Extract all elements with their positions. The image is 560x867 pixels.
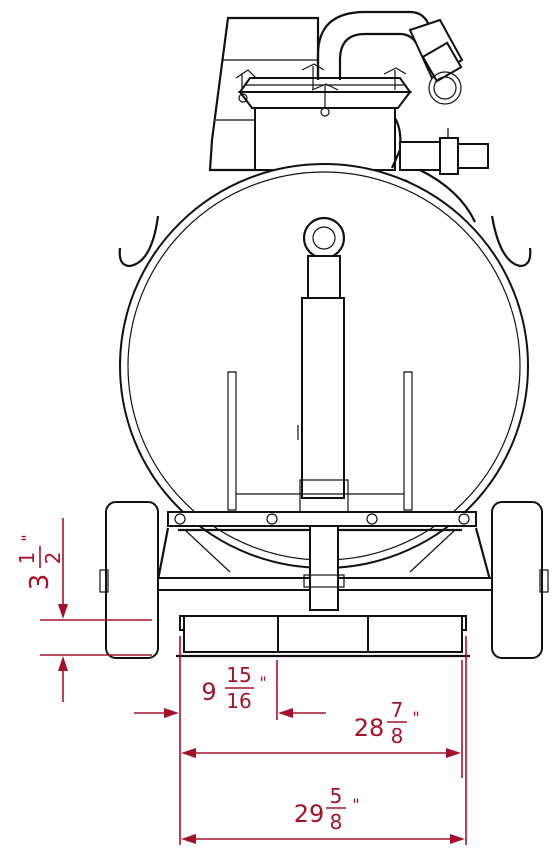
side-outlet — [390, 117, 489, 226]
ground-clearance-numerator: 1 — [15, 552, 39, 565]
hanger-hooks — [118, 215, 532, 268]
wheel-offset-denominator: 16 — [226, 689, 251, 713]
wheel-offset-dimension: 9 15 16 " — [134, 663, 326, 718]
frame-width-dimension: 28 7 8 " — [181, 698, 461, 758]
overall-width-denominator: 8 — [330, 810, 343, 834]
center-post — [297, 216, 346, 499]
frame-width-numerator: 7 — [391, 698, 404, 722]
ground-clearance-unit: " — [18, 534, 37, 541]
ground-clearance-denominator: 2 — [41, 552, 65, 565]
ground-clearance-whole: 3 — [25, 574, 55, 591]
frame-width-denominator: 8 — [391, 724, 404, 748]
extension-lines — [179, 636, 467, 845]
right-wheel — [491, 501, 549, 659]
chassis — [149, 511, 497, 611]
frame-width-unit: " — [412, 708, 419, 727]
left-wheel — [99, 501, 159, 659]
tank-trailer-drawing — [99, 10, 549, 659]
ground-clearance-dimension: 3 1 2 " — [15, 518, 152, 702]
internal-frames — [227, 371, 413, 521]
frame-width-whole: 28 — [354, 714, 385, 742]
wheel-offset-numerator: 15 — [226, 663, 251, 687]
overall-width-dimension: 29 5 8 " — [181, 784, 465, 844]
suction-hose — [316, 10, 464, 105]
wheel-offset-unit: " — [259, 673, 266, 692]
base-plate — [176, 615, 470, 658]
overall-width-unit: " — [352, 795, 359, 814]
overall-width-numerator: 5 — [330, 784, 343, 808]
top-hatch — [235, 63, 412, 171]
wheel-offset-whole: 9 — [201, 678, 216, 706]
dimension-annotations: 3 1 2 " 9 15 16 " — [15, 518, 467, 845]
overall-width-whole: 29 — [294, 800, 325, 828]
